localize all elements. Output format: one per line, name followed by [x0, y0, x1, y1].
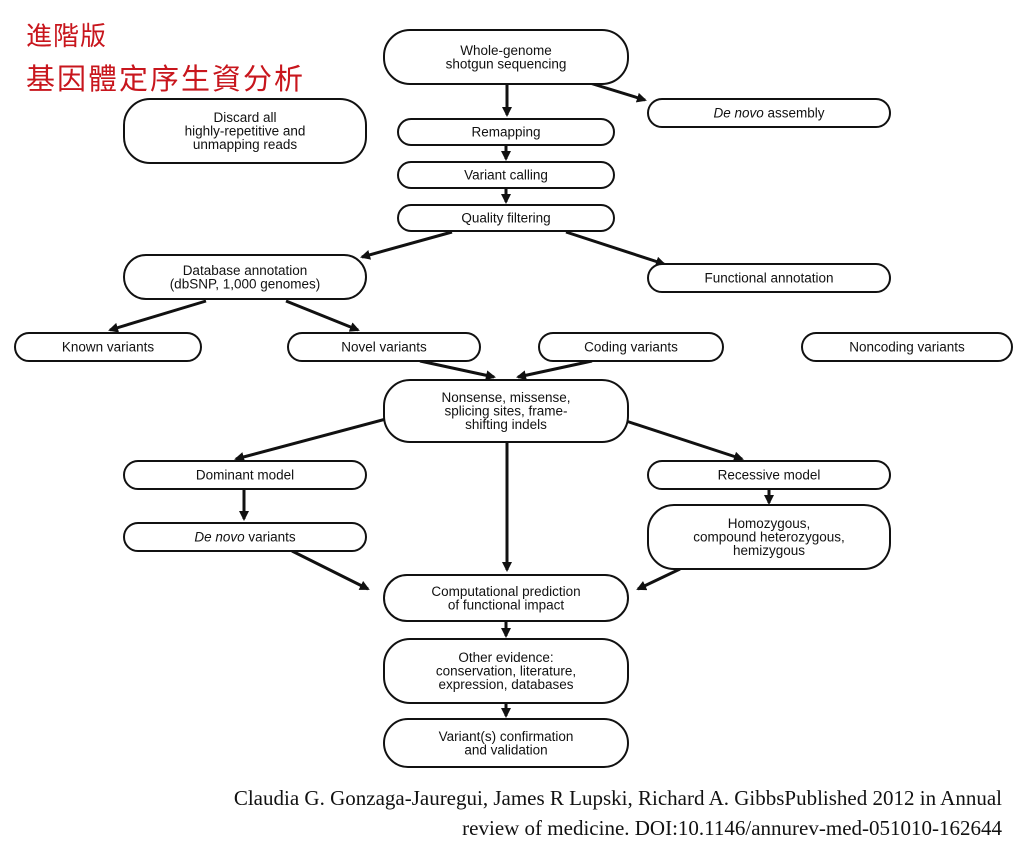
node-box [123, 460, 367, 490]
arrow-novel-variants-to-nonsense [234, 417, 387, 462]
node-functional-annotation: Functional annotation [647, 263, 891, 293]
node-label: Whole-genome [460, 43, 552, 58]
node-label: compound heterozygous, [693, 530, 845, 545]
node-label: Remapping [471, 125, 540, 140]
node-label: De novo assembly [713, 106, 824, 121]
node-box [397, 118, 615, 146]
node-box [123, 98, 367, 164]
arrow-functional-annotation-to-noncoding-variants [516, 359, 593, 381]
node-label: Known variants [62, 340, 155, 355]
flowchart-edges [108, 78, 774, 718]
node-label: Quality filtering [461, 211, 550, 226]
node-label: Recessive model [718, 468, 821, 483]
node-database-annotation: Database annotation(dbSNP, 1,000 genomes… [123, 254, 367, 300]
node-label: shotgun sequencing [446, 56, 567, 71]
node-label: Coding variants [584, 340, 678, 355]
node-box [647, 263, 891, 293]
node-box [397, 204, 615, 232]
node-other-evidence: Other evidence:conservation, literature,… [383, 638, 629, 704]
node-label: highly-repetitive and [185, 124, 306, 139]
node-homozygous: Homozygous,compound heterozygous,hemizyg… [647, 504, 891, 570]
node-label: conservation, literature, [436, 664, 576, 679]
node-box [287, 332, 481, 362]
node-label: Nonsense, missense, [441, 390, 570, 405]
node-box [647, 98, 891, 128]
node-label: and validation [464, 742, 547, 757]
node-box [383, 638, 629, 704]
node-box [123, 254, 367, 300]
node-label: Novel variants [341, 340, 427, 355]
arrow-database-annotation-to-known-variants [108, 299, 207, 333]
citation-line-2: review of medicine. DOI:10.1146/annurev-… [462, 816, 1002, 840]
node-box [14, 332, 202, 362]
node-box [538, 332, 724, 362]
node-variant-calling: Variant calling [397, 161, 615, 189]
node-box [123, 522, 367, 552]
arrow-quality-filtering-to-database-annotation [360, 230, 453, 260]
node-label: Discard all [213, 110, 276, 125]
arrow-recessive-model-to-homozygous [636, 567, 681, 591]
node-denovo-variants: De novo variants [123, 522, 367, 552]
arrow-quality-filtering-to-functional-annotation [565, 230, 666, 267]
node-box [647, 504, 891, 570]
node-label: Homozygous, [728, 516, 811, 531]
node-box [383, 718, 629, 768]
node-label: Database annotation [183, 263, 308, 278]
node-label: Other evidence: [458, 650, 553, 665]
node-recessive-model: Recessive model [647, 460, 891, 490]
node-coding-variants: Coding variants [538, 332, 724, 362]
node-label: splicing sites, frame- [444, 404, 567, 419]
node-dominant-model: Dominant model [123, 460, 367, 490]
node-label: (dbSNP, 1,000 genomes) [170, 276, 321, 291]
arrow-dominant-model-to-denovo-variants [291, 549, 370, 591]
node-box [383, 574, 629, 622]
slide-title: 進階版 [26, 22, 108, 52]
node-remapping: Remapping [397, 118, 615, 146]
node-noncoding-variants: Noncoding variants [801, 332, 1013, 362]
node-nonsense: Nonsense, missense,splicing sites, frame… [383, 379, 629, 443]
node-box [383, 379, 629, 443]
node-quality-filtering: Quality filtering [397, 204, 615, 232]
citation-line-1: Claudia G. Gonzaga-Jauregui, James R Lup… [233, 786, 1002, 810]
node-label: Noncoding variants [849, 340, 965, 355]
node-label: Computational prediction [431, 584, 580, 599]
arrow-database-annotation-to-novel-variants [285, 299, 360, 332]
node-denovo-assembly: De novo assembly [647, 98, 891, 128]
node-label: unmapping reads [193, 137, 298, 152]
node-label: hemizygous [733, 543, 805, 558]
node-box [383, 29, 629, 85]
node-label: of functional impact [448, 597, 565, 612]
node-label: De novo variants [194, 530, 296, 545]
node-novel-variants: Novel variants [287, 332, 481, 362]
node-label: shifting indels [465, 417, 547, 432]
node-box [647, 460, 891, 490]
node-box [801, 332, 1013, 362]
node-label: Variant calling [464, 168, 548, 183]
node-label: Functional annotation [704, 271, 833, 286]
arrow-coding-variants-to-nonsense [625, 419, 744, 462]
node-known-variants: Known variants [14, 332, 202, 362]
arrow-functional-annotation-to-coding-variants [419, 359, 496, 381]
node-label: Dominant model [196, 468, 294, 483]
slide-subtitle: 基因體定序生資分析 [26, 62, 306, 96]
node-label: Variant(s) confirmation [439, 729, 574, 744]
node-label: expression, databases [438, 677, 573, 692]
node-box [397, 161, 615, 189]
